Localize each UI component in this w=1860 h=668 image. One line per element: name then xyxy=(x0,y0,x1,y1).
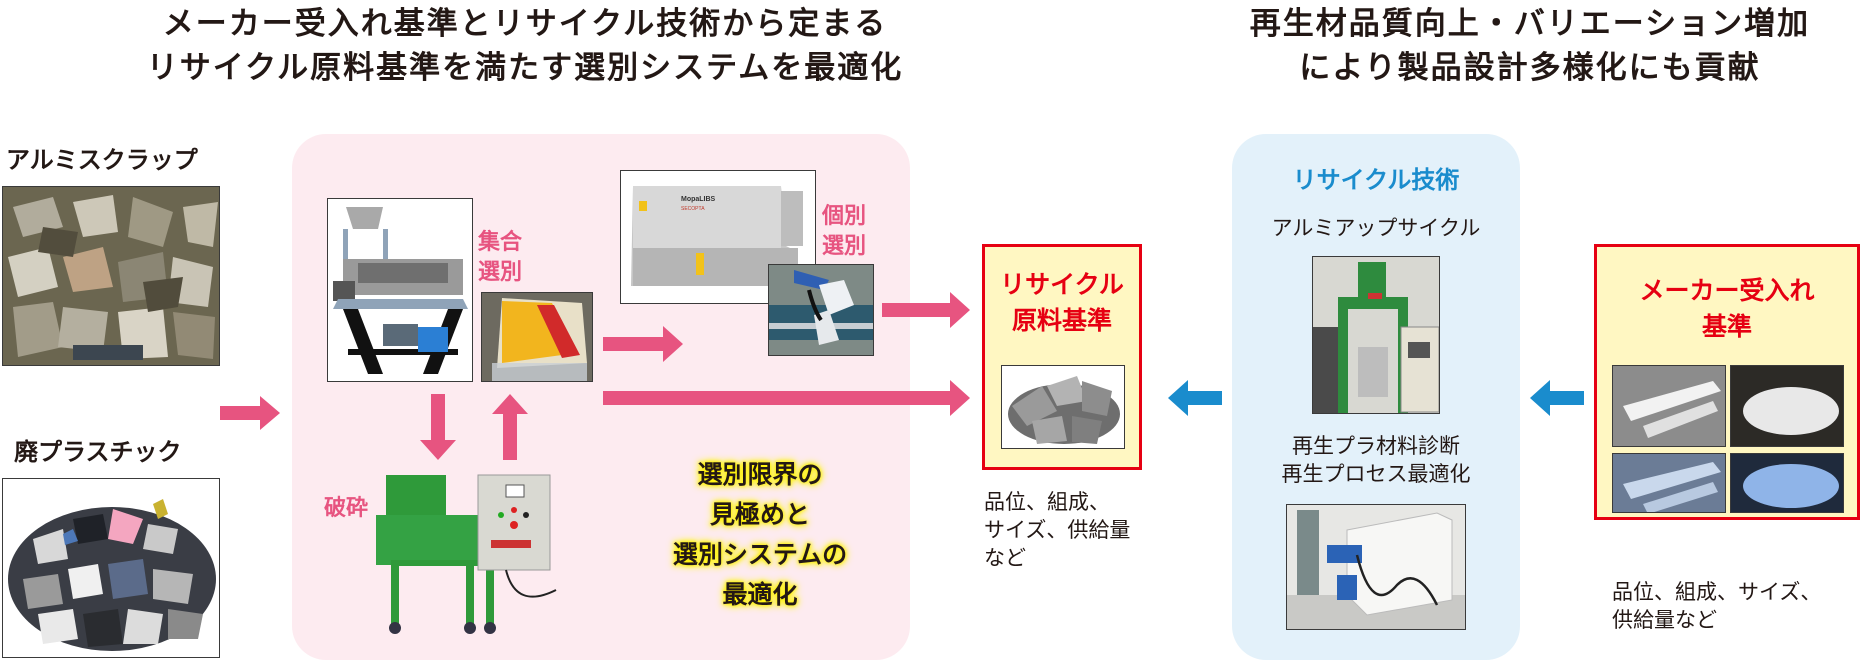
individual-sorting-arrow xyxy=(882,292,970,328)
headline-right: 再生材品質向上・バリエーション増加 により製品設計多様化にも貢献 xyxy=(1200,2,1860,90)
recycle-tech-item2-line1: 再生プラ材料診断 xyxy=(1292,434,1460,458)
sorting-limit-optimization-text: 選別限界の 見極めと 選別システムの 最適化 xyxy=(640,455,880,615)
headline-left-line2: リサイクル原料基準を満たす選別システムを最適化 xyxy=(146,50,904,86)
highlight-line3: 選別システムの xyxy=(672,540,848,569)
individual-sorting-label-line1: 個別 xyxy=(822,204,867,229)
headline-left-line1: メーカー受入れ基準とリサイクル技術から定まる xyxy=(162,6,888,42)
group-sorting-label-line1: 集合 xyxy=(478,230,523,255)
highlight-line1: 選別限界の xyxy=(697,460,823,489)
input-arrow xyxy=(220,396,280,430)
recycle-standard-note: 品位、組成、 サイズ、供給量 など xyxy=(984,488,1130,572)
headline-left: メーカー受入れ基準とリサイクル技術から定まる リサイクル原料基準を満たす選別シス… xyxy=(100,2,950,90)
group-sorting-arrow xyxy=(603,326,683,362)
headline-right-line2: により製品設計多様化にも貢献 xyxy=(1299,50,1761,86)
recycle-material-standard-box: リサイクル 原料基準 xyxy=(982,244,1142,470)
maker-acceptance-standard-box: メーカー受入れ 基準 xyxy=(1594,244,1860,520)
recycle-standard-note-line3: など xyxy=(984,546,1026,570)
aluminum-ingot-photo xyxy=(1612,365,1726,447)
direct-to-standard-arrow xyxy=(603,380,970,416)
aluminum-scrap-photo xyxy=(2,186,220,366)
aluminum-scrap-label: アルミスクラップ xyxy=(6,146,198,174)
tech-to-standard-arrow xyxy=(1168,380,1222,416)
maker-standard-title-line1: メーカー受入れ xyxy=(1639,276,1815,305)
waste-plastic-photo xyxy=(2,478,220,658)
crusher-photo xyxy=(376,470,576,640)
individual-sorting-label: 個別 選別 xyxy=(822,202,866,262)
maker-standard-note: 品位、組成、サイズ、 供給量など xyxy=(1612,578,1821,634)
maker-standard-note-line2: 供給量など xyxy=(1612,608,1717,632)
group-sorting-tray-photo xyxy=(481,292,593,382)
plastic-analyzer-photo xyxy=(1286,504,1466,630)
aluminum-upcycle-press-photo xyxy=(1312,256,1440,414)
white-pellets-photo xyxy=(1730,365,1844,447)
maker-to-tech-arrow xyxy=(1530,380,1584,416)
individual-sorting-label-line2: 選別 xyxy=(822,234,867,259)
recycle-tech-item2-line2: 再生プロセス最適化 xyxy=(1281,462,1471,486)
recycle-standard-note-line1: 品位、組成、 xyxy=(984,490,1110,514)
maker-standard-note-line1: 品位、組成、サイズ、 xyxy=(1612,580,1822,604)
recycle-standard-title-line2: 原料基準 xyxy=(1011,306,1112,335)
highlight-line4: 最適化 xyxy=(722,580,798,609)
recycled-plastic-diagnosis-label: 再生プラ材料診断 再生プロセス最適化 xyxy=(1232,432,1520,488)
maker-standard-title-line2: 基準 xyxy=(1701,312,1752,341)
waste-plastic-label: 廃プラスチック xyxy=(14,438,182,466)
recycled-aluminum-photo xyxy=(1001,365,1125,449)
group-sorting-label: 集合 選別 xyxy=(478,228,522,288)
to-crusher-down-arrow xyxy=(420,394,456,460)
libs-sub-text: SECOPTA xyxy=(681,206,705,212)
recycle-standard-title-line1: リサイクル xyxy=(1000,270,1124,299)
blue-ingot-photo xyxy=(1612,453,1726,513)
from-crusher-up-arrow xyxy=(492,394,528,460)
robot-sorting-photo xyxy=(768,264,874,356)
recycle-tech-title: リサイクル技術 xyxy=(1292,166,1460,194)
libs-brand-text: MopaLIBS xyxy=(681,196,716,203)
highlight-line2: 見極めと xyxy=(709,500,810,529)
crushing-label: 破砕 xyxy=(324,496,369,521)
aluminum-upcycle-label: アルミアップサイクル xyxy=(1271,216,1481,240)
headline-right-line1: 再生材品質向上・バリエーション増加 xyxy=(1249,6,1811,42)
blue-pellets-photo xyxy=(1730,453,1844,513)
group-sorting-label-line2: 選別 xyxy=(478,260,523,285)
libs-sorter-photo: MopaLIBS SECOPTA xyxy=(620,170,816,304)
group-sorting-machine-photo xyxy=(327,198,473,382)
recycle-standard-note-line2: サイズ、供給量 xyxy=(984,518,1131,542)
